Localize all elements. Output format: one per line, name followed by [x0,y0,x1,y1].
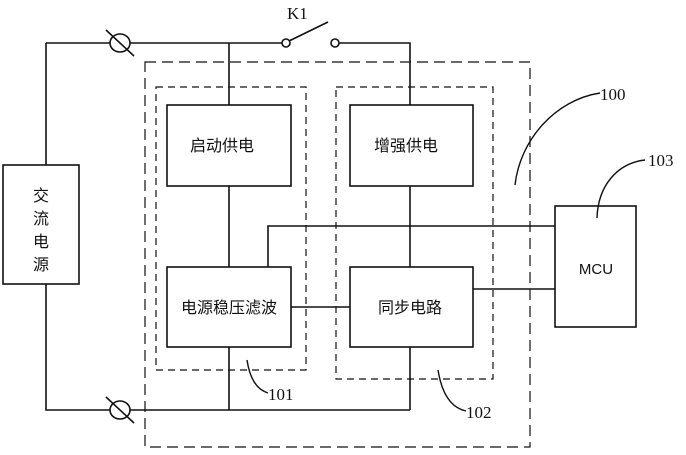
leader-101 [246,359,269,394]
startup-supply-label: 启动供电 [190,136,254,155]
boost-supply-label: 增强供电 [374,136,438,155]
ac-source-char-4: 源 [33,255,49,274]
outer-module-boundary [144,61,531,448]
switch-contact-left [281,38,291,48]
leader-100 [514,92,601,186]
ac-source-char-2: 流 [33,209,49,228]
mcu-label: MCU [579,261,613,278]
ref-numeral-102: 102 [466,403,492,422]
switch-blade [288,21,329,42]
sync-circuit-label: 同步电路 [378,298,442,317]
ref-numeral-103: 103 [648,151,674,170]
top-wire-left [45,42,283,180]
mcu-block [554,205,637,328]
ac-source-char-3: 电 [33,232,49,251]
sync-circuit-block [349,266,474,348]
fuse-top-symbol [105,29,135,57]
regulator-filter-block [166,266,292,348]
right-group-boundary [335,86,494,380]
leader-103 [596,159,646,219]
startup-supply-block [166,104,292,187]
switch-contact-right [330,38,340,48]
leader-102 [437,369,467,412]
left-group-boundary [155,86,307,371]
bottom-wire-left [45,255,410,411]
ac-source-char-1: 交 [33,186,49,205]
regulator-to-mcu-wire [267,225,555,267]
top-wire-right [337,42,411,105]
regulator-filter-label: 电源稳压滤波 [181,298,277,317]
fuse-bottom-symbol [105,396,135,424]
ref-numeral-101: 101 [268,385,294,404]
switch-label: K1 [287,4,308,23]
ref-numeral-100: 100 [600,85,626,104]
boost-supply-block [349,104,474,187]
ac-source-block [2,164,80,285]
